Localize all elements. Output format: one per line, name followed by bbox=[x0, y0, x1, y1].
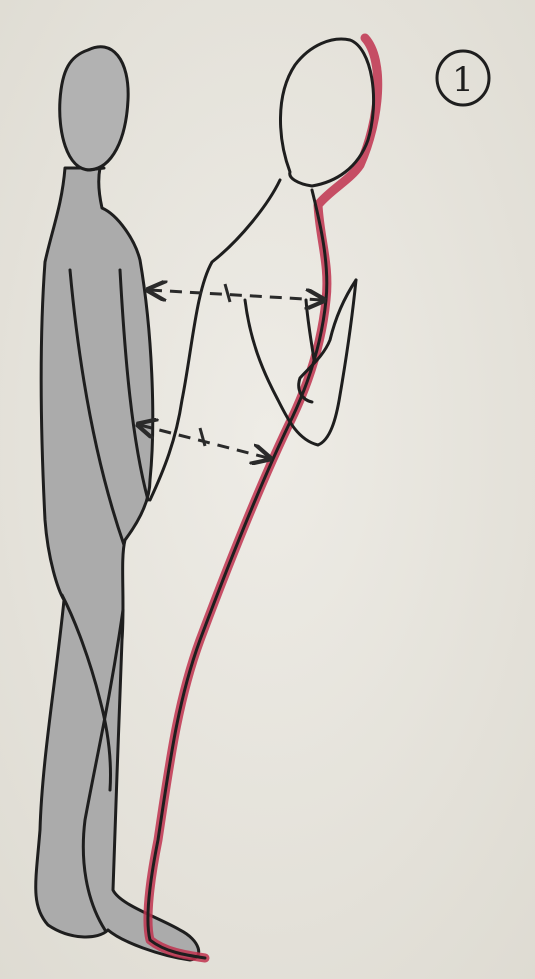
step-number: 1 bbox=[452, 60, 474, 100]
